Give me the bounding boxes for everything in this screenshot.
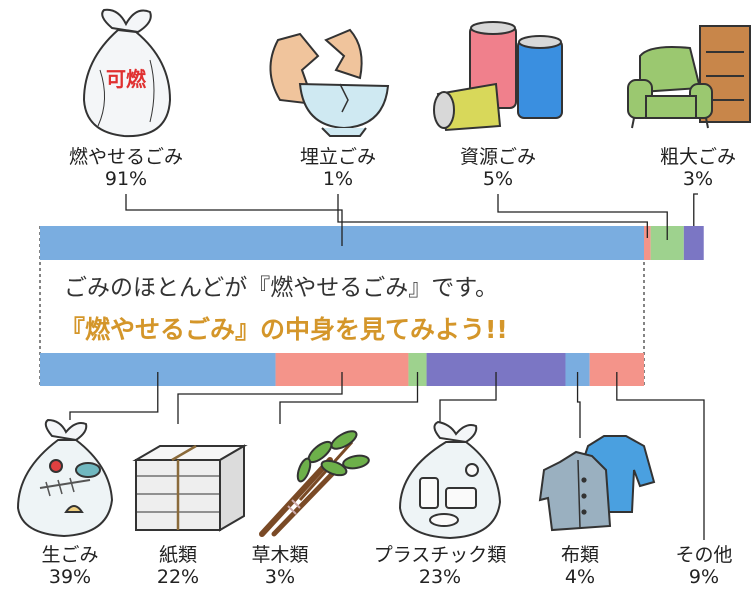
top-value-3: 5% (482, 168, 514, 190)
message-line-1: ごみのほとんどが『燃やせるごみ』です。 (64, 275, 499, 301)
message-line-2: 『燃やせるごみ』の中身を見てみよう!! (60, 315, 508, 344)
broken-bowl-icon (269, 28, 390, 137)
top-category-1: 燃やせるごみ (68, 146, 184, 168)
trash-bag-icon: 可燃 (82, 8, 172, 138)
bottom-value-5: 4% (564, 566, 596, 588)
bottom-bar-segment-3 (408, 353, 427, 386)
bottom-value-6: 9% (688, 566, 720, 588)
bottom-value-2: 22% (156, 566, 200, 588)
cans-icon (433, 21, 563, 132)
bottom-value-3: 3% (264, 566, 296, 588)
bottom-category-4: プラスチック類 (373, 544, 507, 566)
top-bar (40, 226, 704, 260)
bottom-leader-3 (279, 372, 419, 424)
top-leader-1 (125, 194, 343, 246)
bottom-category-1: 生ごみ (41, 544, 99, 566)
bottom-category-6: その他 (675, 544, 733, 566)
bottom-bar (40, 353, 644, 386)
bottom-leader-5 (576, 372, 581, 438)
top-bar-segment-2 (644, 226, 651, 260)
top-value-4: 3% (682, 168, 714, 190)
plastic-bag-icon (398, 420, 502, 540)
top-category-3: 資源ごみ (459, 146, 537, 168)
bottom-value-1: 39% (48, 566, 92, 588)
top-leader-3 (497, 194, 668, 240)
bottom-category-3: 草木類 (251, 544, 309, 566)
bottom-category-5: 布類 (560, 544, 600, 566)
top-value-1: 91% (104, 168, 148, 190)
branches-icon (259, 430, 370, 537)
food-waste-bag-icon (16, 418, 114, 538)
bottom-category-2: 紙類 (158, 544, 198, 566)
top-leader-4 (693, 193, 698, 226)
bottom-leader-1 (69, 372, 159, 420)
bottom-leader-6 (616, 372, 705, 540)
sofa-icon (627, 25, 751, 129)
top-bar-segment-4 (683, 226, 704, 260)
bottom-value-4: 23% (418, 566, 462, 588)
bottom-leader-4 (439, 372, 497, 424)
bottom-leader-2 (177, 372, 343, 424)
bag-text: 可燃 (106, 67, 147, 91)
top-value-2: 1% (322, 168, 354, 190)
clothes-icon (538, 435, 656, 532)
top-leader-2 (337, 194, 648, 238)
leader-lines (69, 193, 705, 540)
paper-stack-icon (132, 444, 248, 532)
top-category-4: 粗大ごみ (659, 146, 737, 168)
top-category-2: 埋立ごみ (299, 146, 377, 168)
